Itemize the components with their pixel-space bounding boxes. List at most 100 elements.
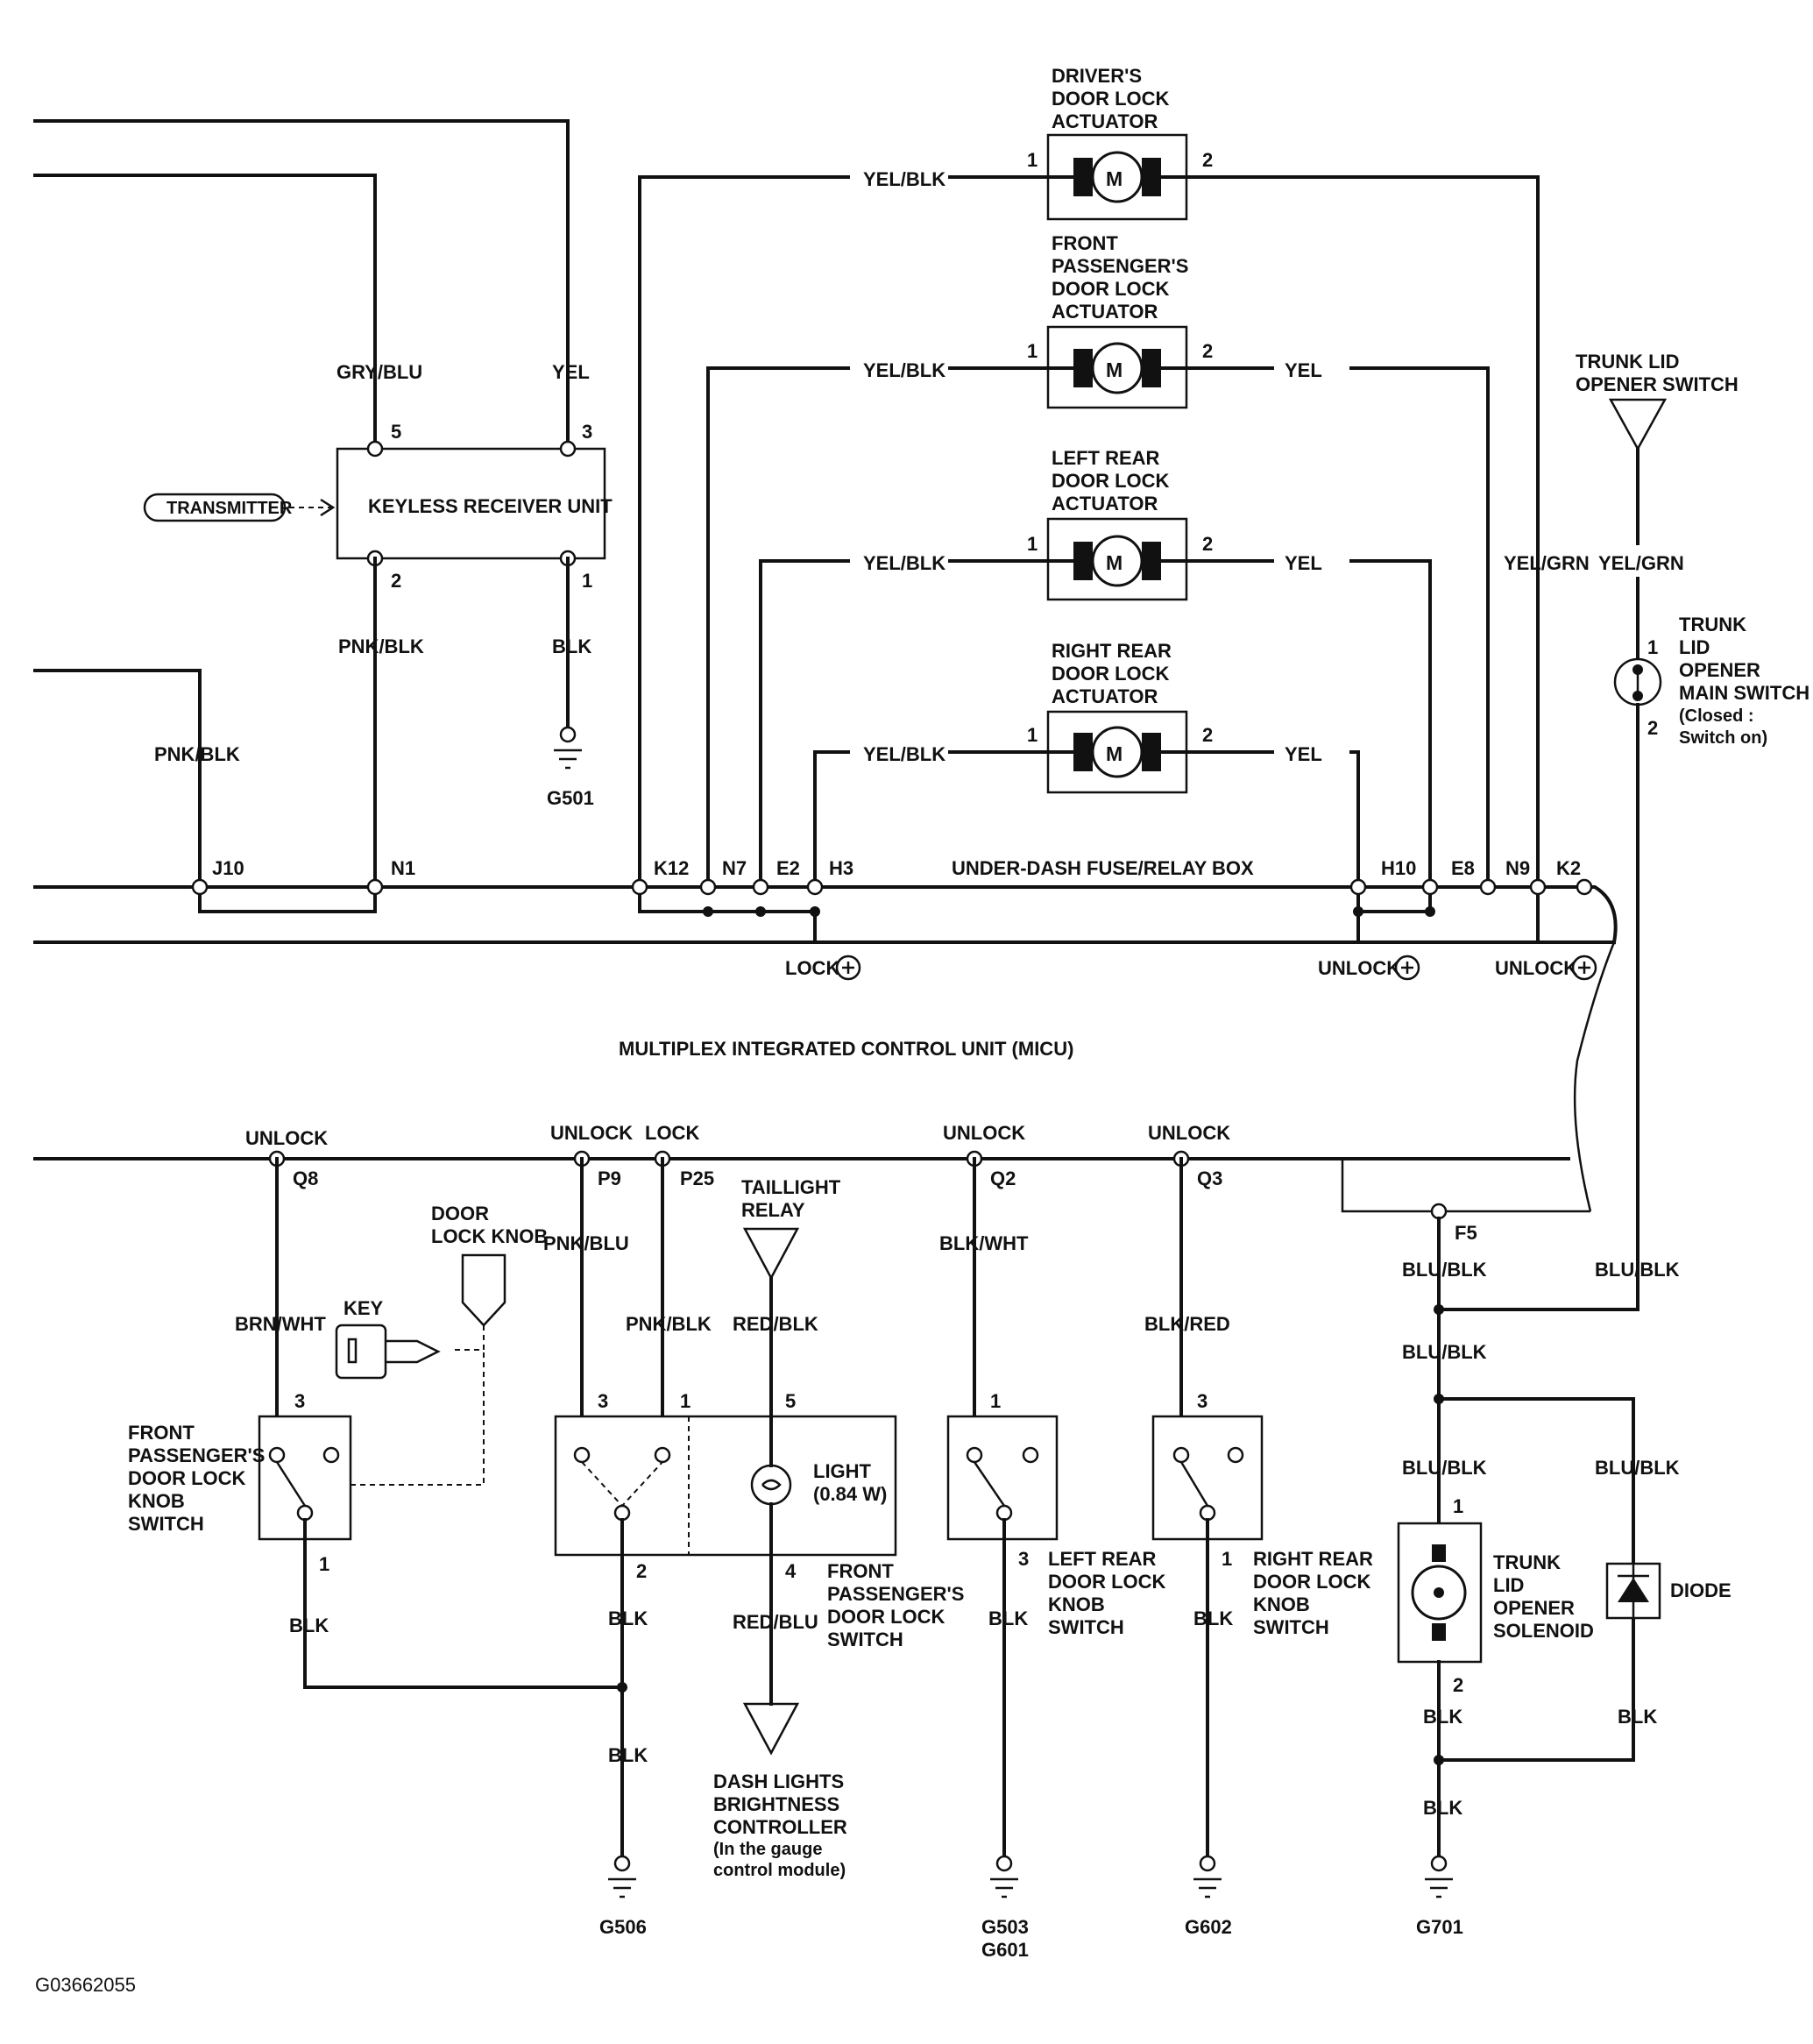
g602-label: G602 xyxy=(1185,1916,1232,1938)
svg-text:2: 2 xyxy=(636,1560,647,1582)
keyless-receiver-unit-box xyxy=(336,447,606,560)
trunk-lid-opener-solenoid: BLU/BLK BLU/BLK BLU/BLK BLU/BLK BLU/BLK … xyxy=(1397,1217,1680,1938)
plus-icon xyxy=(1394,955,1420,981)
svg-text:RED/BLU: RED/BLU xyxy=(733,1611,818,1633)
svg-text:SWITCH: SWITCH xyxy=(1048,1616,1124,1638)
keyless-receiver-section: KEYLESS RECEIVER UNIT 5 3 2 1 GRY/BLU YE… xyxy=(33,119,613,889)
pin-n7: N7 xyxy=(722,857,747,879)
figure-id: G03662055 xyxy=(35,1974,136,1996)
svg-text:PNK/BLK: PNK/BLK xyxy=(154,743,240,765)
right-rear-door-lock-actuator: RIGHT REAR DOOR LOCK ACTUATOR M 1 2 YEL/… xyxy=(813,640,1360,889)
svg-text:TRUNK: TRUNK xyxy=(1679,614,1746,635)
svg-text:TAILLIGHT: TAILLIGHT xyxy=(741,1176,841,1198)
svg-text:UNLOCK: UNLOCK xyxy=(943,1122,1025,1144)
door-lock-knob: DOOR LOCK KNOB xyxy=(431,1203,548,1351)
svg-text:2: 2 xyxy=(391,570,401,592)
front-passenger-door-lock-switch: PNK/BLU PNK/BLK 3 1 2 BLK BLK G506 LIGHT… xyxy=(543,1157,964,1938)
pin-e8: E8 xyxy=(1451,857,1475,879)
svg-text:BLK/WHT: BLK/WHT xyxy=(939,1232,1029,1254)
svg-text:DASH LIGHTS: DASH LIGHTS xyxy=(713,1771,844,1792)
connector-triangle-icon xyxy=(742,1227,800,1281)
g501-label: G501 xyxy=(547,787,594,809)
svg-text:BLU/BLK: BLU/BLK xyxy=(1402,1341,1487,1363)
svg-text:2: 2 xyxy=(1647,717,1658,739)
svg-text:MAIN SWITCH: MAIN SWITCH xyxy=(1679,682,1809,704)
svg-text:RELAY: RELAY xyxy=(741,1199,805,1221)
svg-text:LEFT REAR: LEFT REAR xyxy=(1048,1548,1157,1570)
pin-q2: Q2 xyxy=(990,1167,1016,1189)
connector-triangle-icon xyxy=(1608,398,1668,451)
wire-blk: BLK xyxy=(552,635,591,657)
svg-text:1: 1 xyxy=(1027,149,1038,171)
pin-h10: H10 xyxy=(1381,857,1416,879)
svg-text:FRONT: FRONT xyxy=(1052,232,1118,254)
svg-text:OPENER: OPENER xyxy=(1493,1597,1575,1619)
wire-yel: YEL xyxy=(552,361,590,383)
svg-text:(Closed :: (Closed : xyxy=(1679,706,1754,726)
transmitter-label: TRANSMITTER xyxy=(166,499,293,518)
under-dash-fuse-relay-box: J10 N1 K12 N7 E2 H3 UNDER-DASH FUSE/RELA… xyxy=(33,857,1618,981)
svg-text:UNLOCK: UNLOCK xyxy=(550,1122,633,1144)
svg-text:BLU/BLK: BLU/BLK xyxy=(1595,1457,1680,1479)
svg-text:BLK: BLK xyxy=(1193,1608,1233,1629)
pin-n9: N9 xyxy=(1505,857,1530,879)
svg-text:M: M xyxy=(1106,358,1123,381)
wire-yel-grn: YEL/GRN xyxy=(1504,552,1590,574)
plus-icon xyxy=(835,955,861,981)
pin-j10: J10 xyxy=(212,857,244,879)
svg-text:DRIVER'S: DRIVER'S xyxy=(1052,65,1142,87)
svg-text:OPENER SWITCH: OPENER SWITCH xyxy=(1576,373,1739,395)
wire-gry-blu: GRY/BLU xyxy=(336,361,422,383)
svg-text:KNOB: KNOB xyxy=(1048,1593,1105,1615)
ground-icon xyxy=(554,749,582,770)
svg-text:RIGHT REAR: RIGHT REAR xyxy=(1253,1548,1373,1570)
ground-icon xyxy=(990,1877,1018,1899)
door-lock-knob-icon xyxy=(461,1253,506,1327)
diode: BLK DIODE xyxy=(1605,1562,1732,1728)
svg-text:1: 1 xyxy=(319,1553,329,1575)
trunk-lid-opener-switch: TRUNK LID OPENER SWITCH YEL/GRN 1 2 TRUN… xyxy=(1576,351,1809,1255)
svg-text:LOCK: LOCK xyxy=(645,1122,699,1144)
svg-text:BLK: BLK xyxy=(289,1615,329,1636)
svg-text:BRN/WHT: BRN/WHT xyxy=(235,1313,326,1335)
pin-p25: P25 xyxy=(680,1167,714,1189)
svg-text:UNLOCK: UNLOCK xyxy=(245,1127,328,1149)
front-passenger-door-lock-actuator: FRONT PASSENGER'S DOOR LOCK ACTUATOR M 1… xyxy=(706,232,1490,889)
svg-text:ACTUATOR: ACTUATOR xyxy=(1052,685,1158,707)
svg-text:BLK: BLK xyxy=(608,1744,648,1766)
svg-text:CONTROLLER: CONTROLLER xyxy=(713,1816,847,1838)
svg-text:SOLENOID: SOLENOID xyxy=(1493,1620,1594,1642)
svg-text:SWITCH: SWITCH xyxy=(1253,1616,1329,1638)
connector-triangle-icon xyxy=(742,1702,800,1756)
svg-text:3: 3 xyxy=(582,421,592,443)
svg-text:BLK/RED: BLK/RED xyxy=(1144,1313,1230,1335)
svg-text:3: 3 xyxy=(294,1390,305,1412)
keyless-receiver-label: KEYLESS RECEIVER UNIT xyxy=(368,495,613,517)
driver-door-lock-actuator: DRIVER'S DOOR LOCK ACTUATOR M 1 2 YEL/BL… xyxy=(638,65,1540,889)
svg-text:BLU/BLK: BLU/BLK xyxy=(1402,1457,1487,1479)
svg-text:UNLOCK: UNLOCK xyxy=(1148,1122,1230,1144)
svg-text:ACTUATOR: ACTUATOR xyxy=(1052,110,1158,132)
key: KEY xyxy=(335,1297,441,1380)
ground-icon xyxy=(608,1877,636,1899)
fuse-box-label: UNDER-DASH FUSE/RELAY BOX xyxy=(952,857,1254,879)
svg-text:DOOR LOCK: DOOR LOCK xyxy=(1052,470,1170,492)
wire-yel-blk: YEL/BLK xyxy=(863,168,945,190)
svg-text:1: 1 xyxy=(1222,1548,1232,1570)
pin-p9: P9 xyxy=(598,1167,621,1189)
svg-text:BLU/BLK: BLU/BLK xyxy=(1595,1259,1680,1281)
svg-text:BLK: BLK xyxy=(608,1608,648,1629)
ground-icon xyxy=(1425,1877,1453,1899)
svg-text:5: 5 xyxy=(391,421,401,443)
svg-text:3: 3 xyxy=(1018,1548,1029,1570)
svg-text:ACTUATOR: ACTUATOR xyxy=(1052,493,1158,515)
svg-text:M: M xyxy=(1106,742,1123,765)
svg-text:UNLOCK: UNLOCK xyxy=(1495,957,1577,979)
svg-text:DOOR LOCK: DOOR LOCK xyxy=(1048,1571,1166,1593)
svg-text:KNOB: KNOB xyxy=(1253,1593,1310,1615)
svg-text:SWITCH: SWITCH xyxy=(128,1513,204,1535)
pin-q8: Q8 xyxy=(293,1167,318,1189)
svg-text:DOOR LOCK: DOOR LOCK xyxy=(1253,1571,1371,1593)
svg-text:2: 2 xyxy=(1202,724,1213,746)
